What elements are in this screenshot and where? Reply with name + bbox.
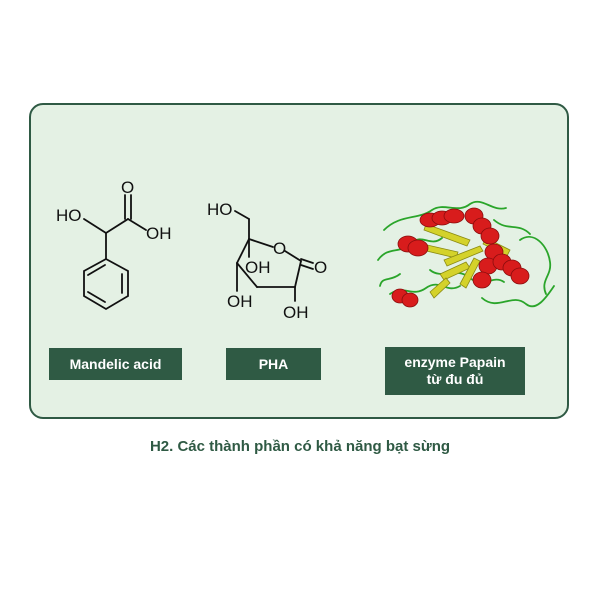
mandelic-acid-structure: HO O OH	[50, 175, 190, 325]
figure-caption: H2. Các thành phần có khả năng bạt sừng	[149, 438, 451, 455]
pha-structure: HO O O OH OH OH	[205, 193, 345, 328]
atom-label: OH	[283, 303, 309, 322]
atom-label: O	[121, 178, 134, 197]
atom-label: OH	[245, 258, 271, 277]
label-pha: PHA	[226, 348, 321, 380]
atom-label: OH	[227, 292, 253, 311]
label-text: PHA	[258, 355, 289, 372]
atom-label: O	[314, 258, 327, 277]
atom-label: O	[273, 239, 286, 258]
label-enzyme-papain: enzyme Papain từ đu đủ	[385, 347, 525, 395]
label-text-line2: từ đu đủ	[426, 371, 484, 387]
papain-protein-image	[370, 190, 560, 325]
atom-label: HO	[56, 206, 82, 225]
label-text: Mandelic acid	[69, 355, 162, 372]
atom-label: HO	[207, 200, 233, 219]
label-text-line1: enzyme Papain	[404, 354, 506, 370]
label-mandelic-acid: Mandelic acid	[49, 348, 182, 380]
atom-label: OH	[146, 224, 172, 243]
